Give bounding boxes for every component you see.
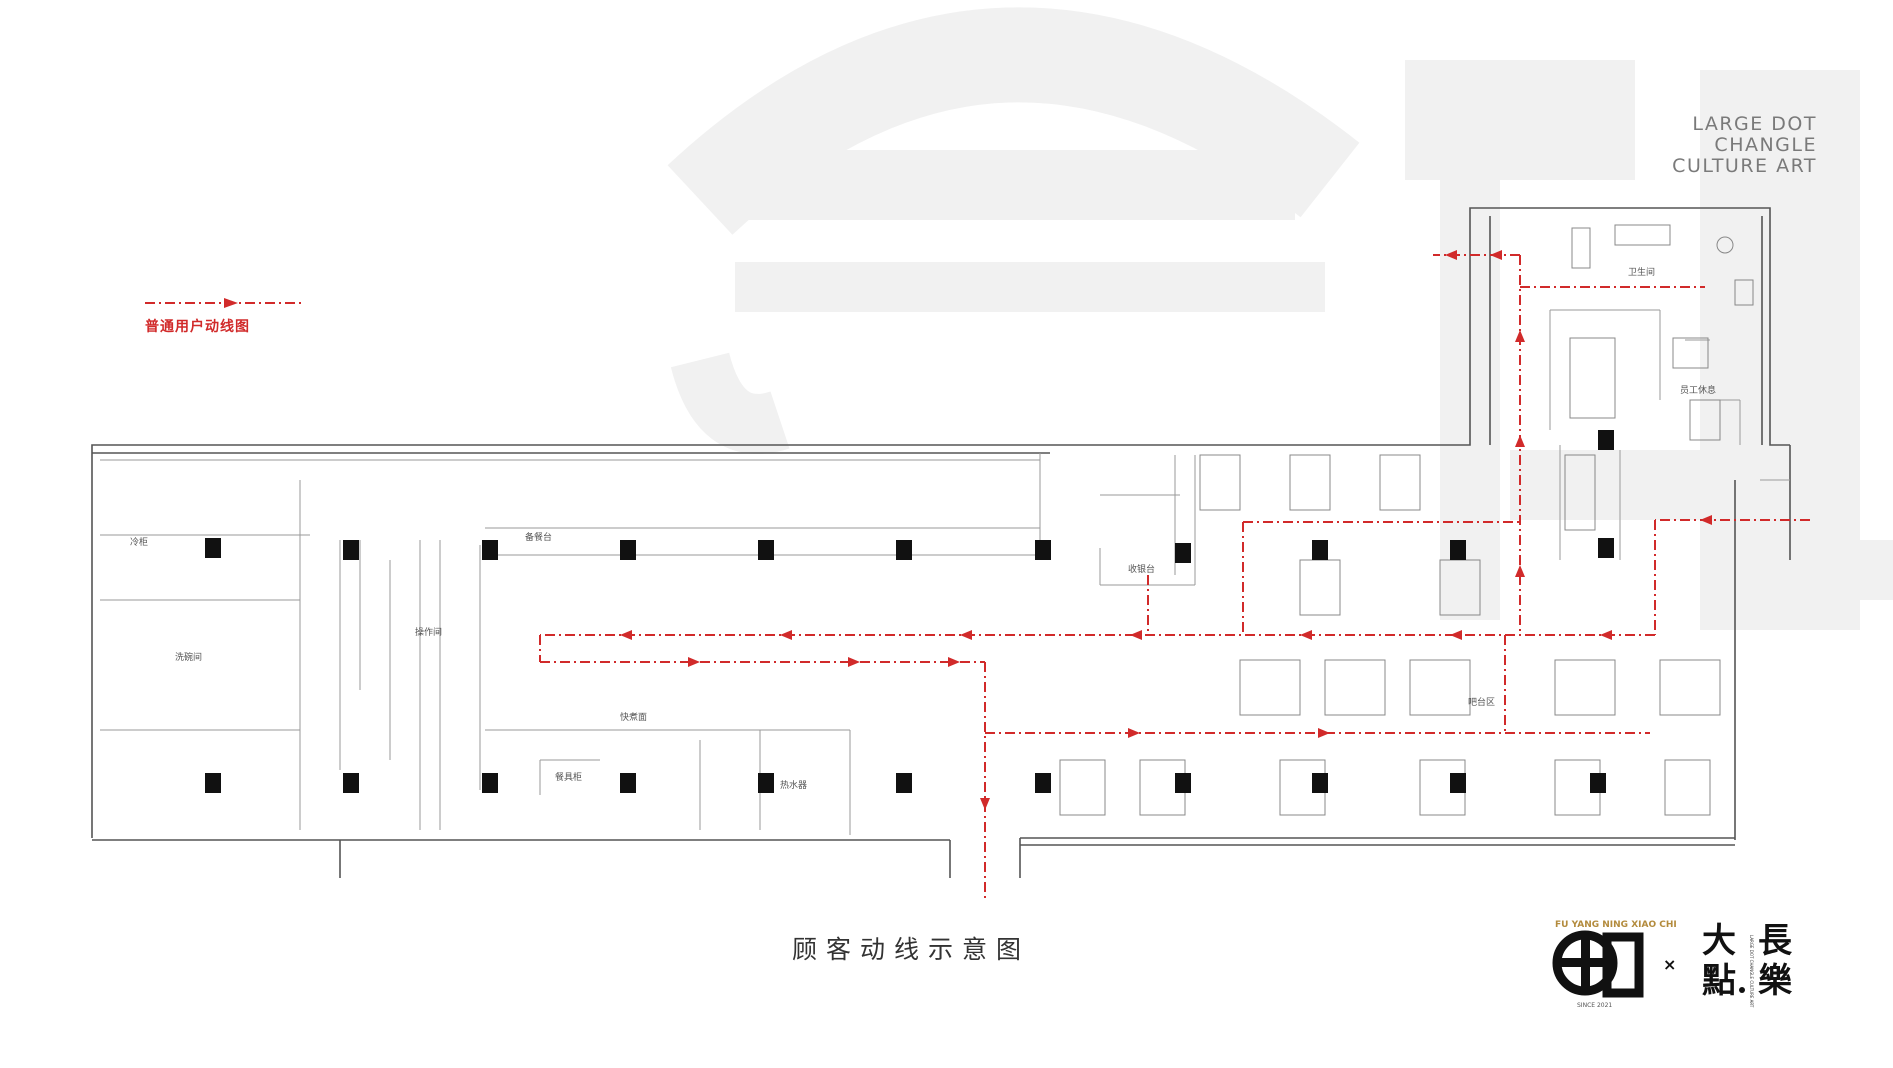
interior-partitions	[100, 309, 1790, 835]
room-label: 热水器	[780, 779, 807, 791]
brand-line: LARGE DOT	[1692, 113, 1817, 135]
floor-plan-walls	[91, 207, 1791, 878]
brand-line: CULTURE ART	[1672, 155, 1817, 177]
room-label: 冷柜	[130, 536, 148, 548]
fuyangning-logo: FU YANG NING XIAO CHI SINCE 2021	[1552, 920, 1677, 1009]
fuyangning-arc-text: FU YANG NING XIAO CHI	[1555, 920, 1677, 930]
logo-char: 長	[1758, 921, 1793, 961]
legend-line	[145, 298, 305, 308]
brand-line: CHANGLE	[1714, 134, 1817, 156]
restroom-fixtures	[1564, 224, 1754, 531]
room-label: 收银台	[1128, 563, 1155, 575]
room-label: 吧台区	[1468, 696, 1495, 708]
dadian-vertical-text: LARGE DOT CHANGLE CULTURE ART	[1749, 935, 1754, 1008]
room-label: 洗碗间	[175, 651, 202, 663]
room-label: 操作间	[415, 626, 442, 638]
room-label: 备餐台	[525, 531, 552, 543]
logo-separator: ×	[1663, 955, 1676, 974]
logo-char: 樂	[1758, 961, 1793, 1001]
room-label: 卫生间	[1628, 266, 1655, 278]
flow-arrows	[620, 250, 1712, 810]
customer-flow-route	[539, 254, 1810, 900]
legend-label: 普通用户动线图	[145, 319, 250, 335]
room-label: 快煮面	[620, 711, 647, 723]
brand-text-block: LARGE DOT CHANGLE CULTURE ART	[1672, 114, 1817, 177]
room-label: 餐具柜	[555, 771, 582, 783]
diagram-caption: 顾客动线示意图	[792, 935, 1031, 964]
room-labels: 卫生间 员工休息 收银台 吧台区 快煮面 备餐台 冷柜 洗碗间 操作间 热水器 …	[130, 266, 1716, 791]
dadian-changle-logo: 大 長 點 樂	[1702, 921, 1793, 1001]
fuyangning-since-text: SINCE 2021	[1577, 1002, 1612, 1009]
logo-char: 點	[1702, 961, 1736, 1001]
logo-char: 大	[1702, 921, 1736, 961]
room-label: 员工休息	[1680, 384, 1716, 396]
structural-columns	[205, 430, 1614, 793]
